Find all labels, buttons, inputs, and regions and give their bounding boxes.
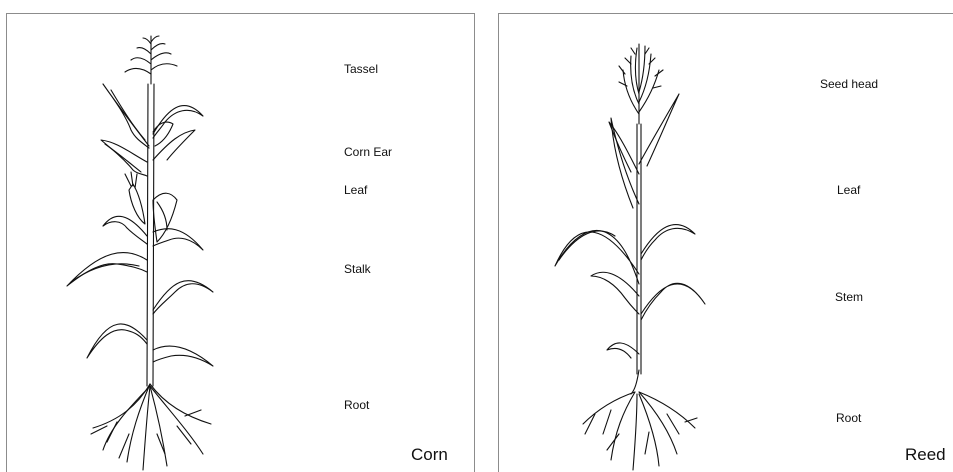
reed-seed-head: [619, 44, 663, 124]
corn-ear: [125, 122, 177, 242]
corn-label-tassel: Tassel: [344, 62, 378, 76]
reed-roots: [583, 370, 697, 470]
corn-label-root: Root: [344, 398, 369, 412]
corn-panel: Tassel Corn Ear Leaf Stalk Root Corn: [6, 13, 475, 472]
corn-label-leaf: Leaf: [344, 183, 367, 197]
reed-label-seed-head: Seed head: [820, 77, 878, 91]
corn-label-ear: Corn Ear: [344, 145, 392, 159]
reed-plant-illustration: [499, 14, 953, 472]
reed-label-stem: Stem: [835, 290, 863, 304]
reed-leaves: [555, 94, 705, 358]
reed-label-root: Root: [836, 411, 861, 425]
corn-tassel: [125, 36, 177, 84]
reed-label-leaf: Leaf: [837, 183, 860, 197]
corn-leaves: [67, 84, 213, 366]
reed-panel: Seed head Leaf Stem Root Reed: [498, 13, 953, 472]
corn-label-stalk: Stalk: [344, 262, 371, 276]
corn-title: Corn: [411, 445, 448, 465]
corn-stalk: [147, 84, 154, 386]
corn-plant-illustration: [7, 14, 474, 472]
corn-roots: [91, 384, 211, 470]
reed-title: Reed: [905, 445, 946, 465]
